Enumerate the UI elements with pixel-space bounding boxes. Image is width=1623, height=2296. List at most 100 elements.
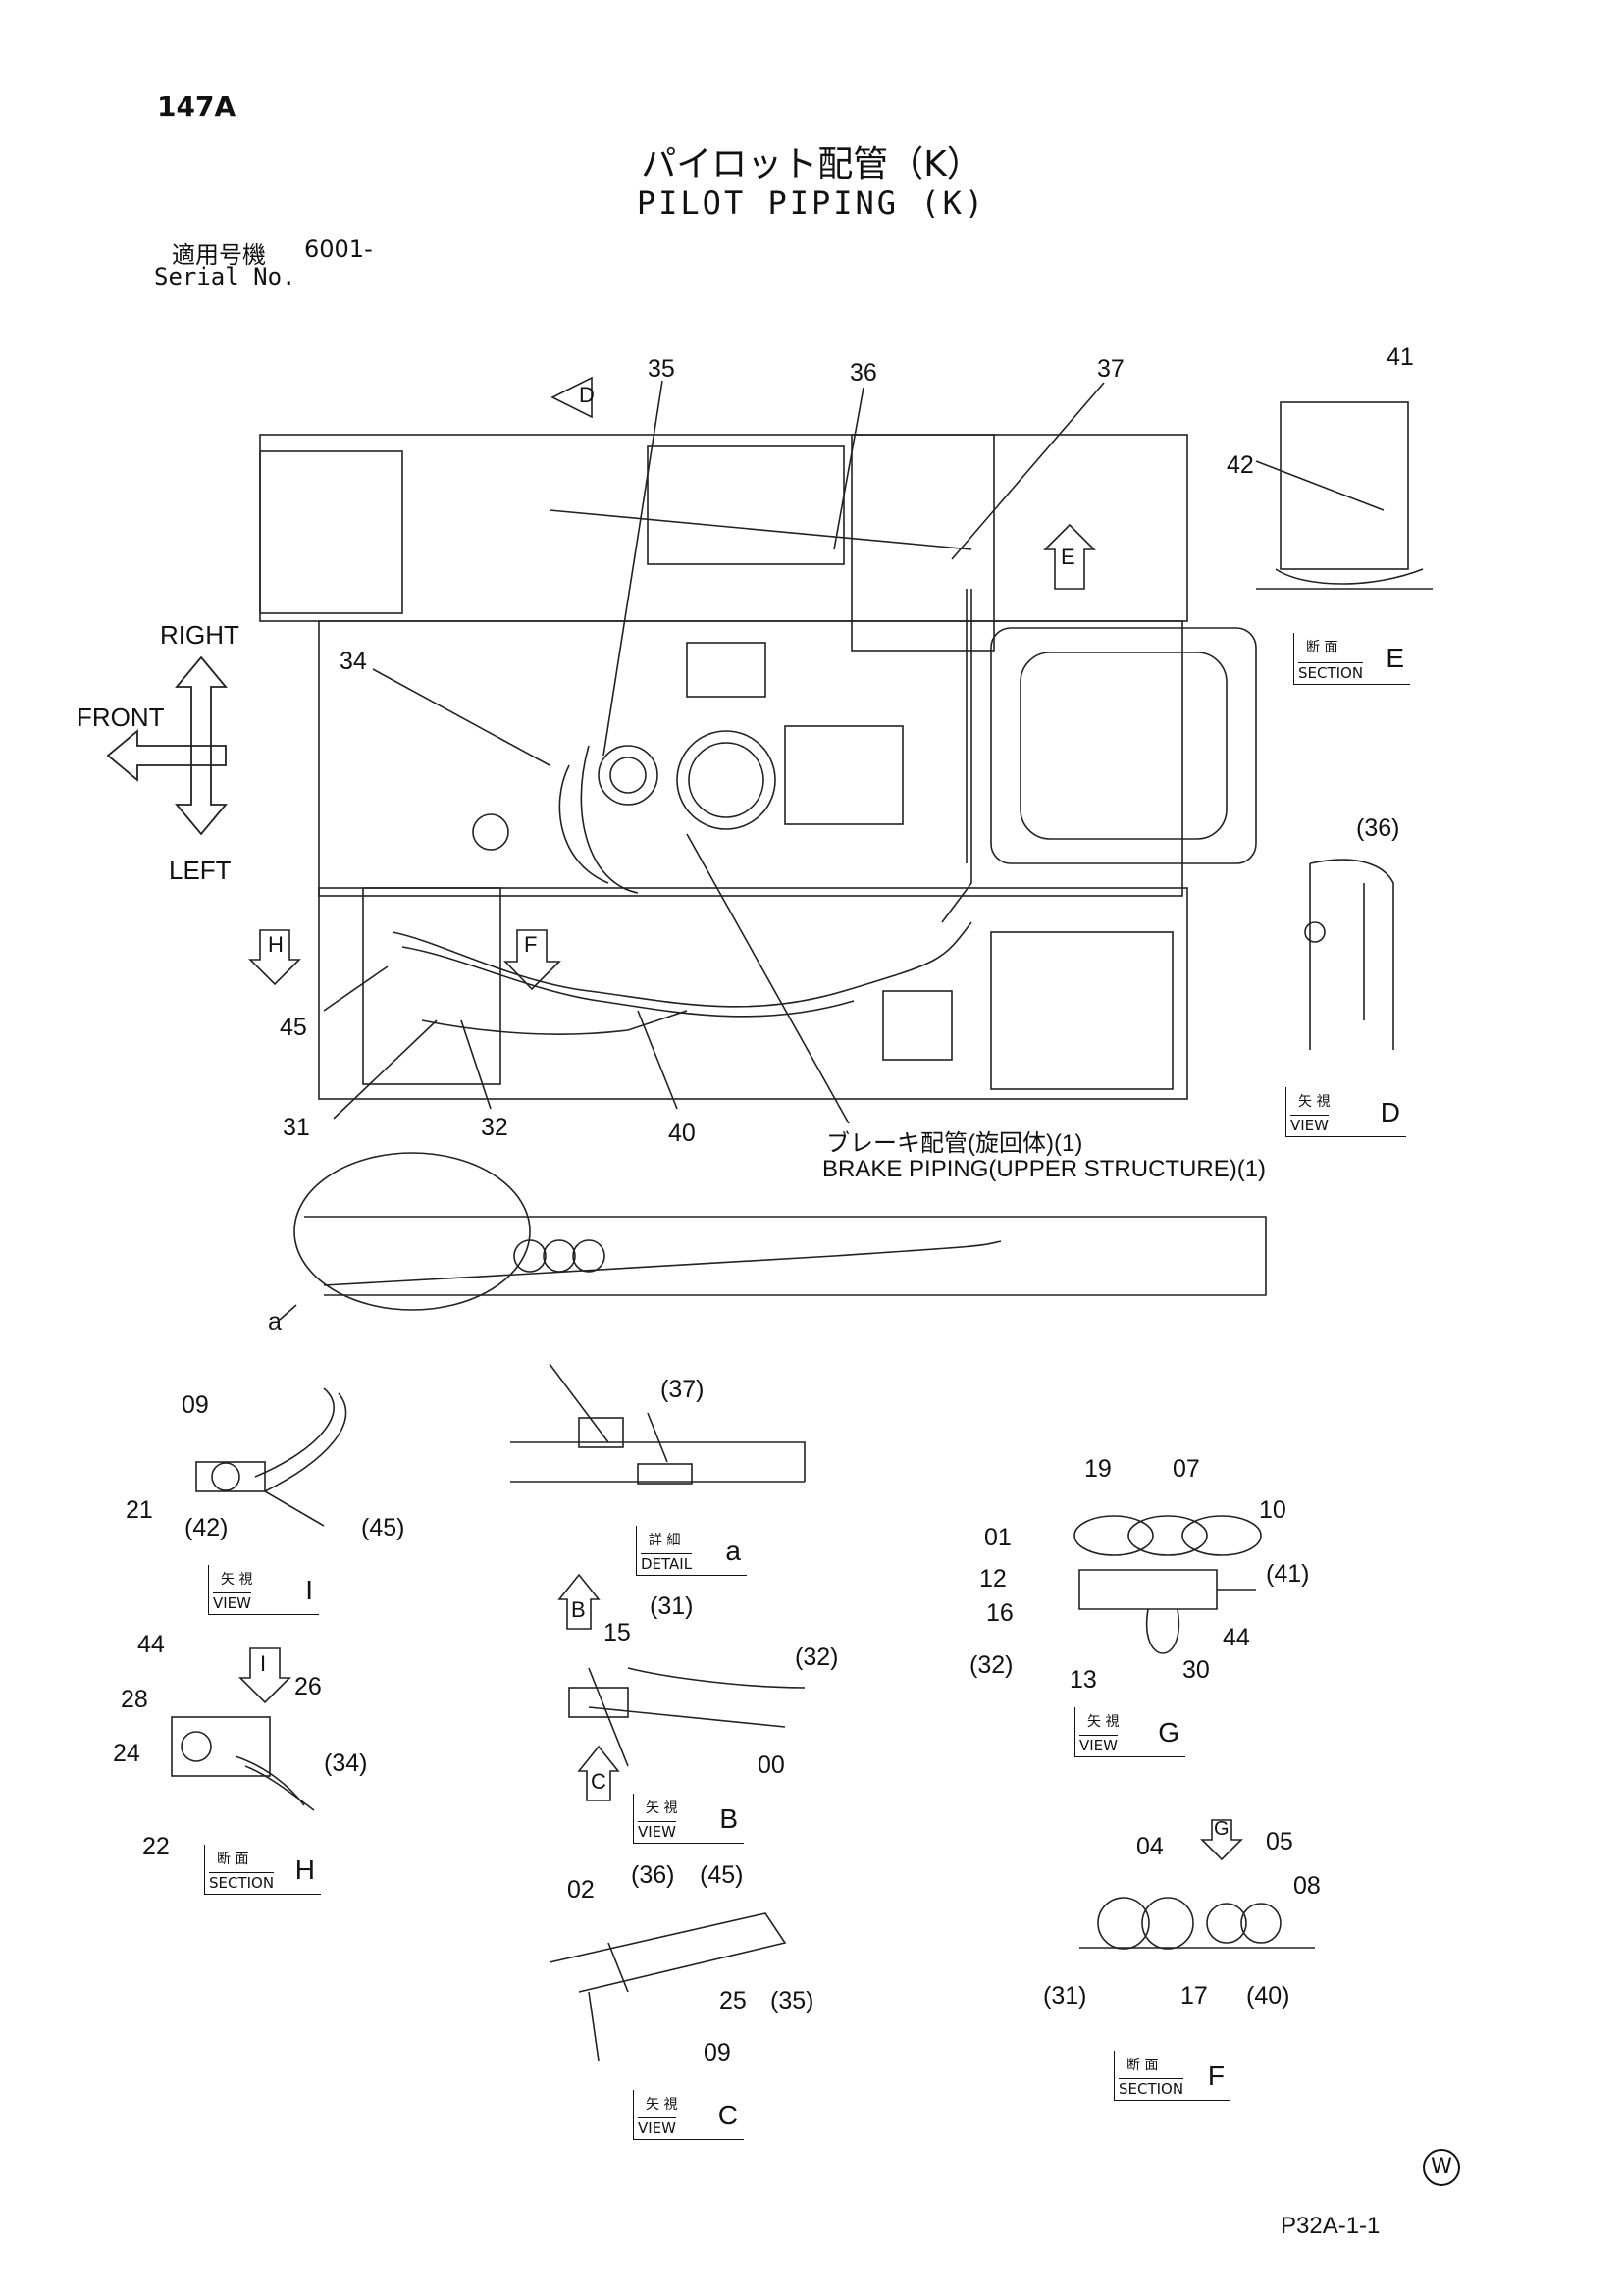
page-number: 147A — [157, 90, 236, 123]
title-english: PILOT PIPING (K) — [636, 184, 987, 222]
callout: 00 — [758, 1751, 785, 1779]
callout: 40 — [668, 1120, 696, 1147]
view-box-jp: 矢 視 — [646, 1800, 678, 1816]
callout: (41) — [1266, 1560, 1310, 1588]
view-box-letter: H — [294, 1854, 315, 1885]
callout: 44 — [137, 1631, 165, 1658]
view-box-en: VIEW — [638, 2117, 676, 2137]
callout: (35) — [770, 1987, 814, 2014]
callout: 32 — [481, 1114, 508, 1141]
callout: 36 — [850, 359, 877, 387]
callout: 15 — [603, 1619, 631, 1646]
callout: 34 — [340, 648, 367, 675]
frame-lower — [318, 887, 1188, 1100]
callout: 19 — [1084, 1455, 1112, 1483]
callout: 16 — [986, 1599, 1014, 1627]
view-box-letter: a — [725, 1536, 741, 1566]
brake-piping-note-en: BRAKE PIPING(UPPER STRUCTURE)(1) — [822, 1156, 1267, 1182]
serial-value: 6001- — [304, 235, 373, 263]
view-box-view-g: 矢 視 VIEW G — [1074, 1707, 1185, 1757]
callout: 26 — [294, 1673, 322, 1700]
view-box-letter: B — [719, 1803, 738, 1834]
callout: 01 — [984, 1524, 1012, 1551]
view-arrow-letter: F — [524, 932, 538, 957]
view-box-jp: 断 面 — [217, 1852, 249, 1867]
callout: 02 — [567, 1876, 595, 1904]
callout: (37) — [660, 1376, 705, 1403]
brake-piping-note-jp: ブレーキ配管(旋回体)(1) — [826, 1130, 1083, 1157]
callout: (36) — [1356, 814, 1400, 842]
view-box-view-d: 矢 視 VIEW D — [1285, 1087, 1406, 1137]
view-box-en: VIEW — [1079, 1735, 1118, 1754]
view-box-letter: E — [1386, 643, 1404, 673]
view-box-jp: 断 面 — [1126, 2058, 1159, 2073]
view-box-detail-a: 詳 細 DETAIL a — [636, 1526, 747, 1576]
view-box-jp: 矢 視 — [221, 1572, 253, 1588]
callout: 07 — [1173, 1455, 1200, 1483]
view-box-letter: F — [1207, 2061, 1225, 2091]
callout: (40) — [1246, 1982, 1290, 2009]
view-arrow-letter: D — [579, 383, 595, 407]
callout: 37 — [1097, 355, 1125, 383]
callout: 31 — [283, 1114, 310, 1141]
callout: 22 — [142, 1833, 170, 1860]
callout: 21 — [126, 1496, 153, 1524]
callout: 08 — [1293, 1872, 1321, 1900]
callout: 30 — [1182, 1656, 1210, 1684]
view-box-en: VIEW — [1290, 1115, 1329, 1134]
view-box-en: SECTION — [1119, 2078, 1184, 2098]
callout: (45) — [700, 1861, 744, 1889]
callout: 44 — [1223, 1624, 1250, 1651]
callout: (32) — [795, 1644, 839, 1671]
direction-left: LEFT — [169, 856, 232, 885]
view-box-letter: D — [1380, 1097, 1400, 1127]
serial-label-english: Serial No. — [154, 263, 296, 290]
view-arrow-letter: H — [268, 932, 284, 957]
direction-front: FRONT — [77, 703, 165, 732]
frame-center — [318, 620, 1183, 897]
callout: 05 — [1266, 1828, 1293, 1855]
callout: 41 — [1387, 343, 1414, 371]
view-box-letter: G — [1158, 1717, 1179, 1748]
view-box-section-f: 断 面 SECTION F — [1114, 2051, 1230, 2101]
direction-right: RIGHT — [160, 620, 239, 650]
title-japanese: パイロット配管（K） — [641, 144, 982, 184]
view-arrow-letter: B — [571, 1597, 586, 1622]
view-box-view-i: 矢 視 VIEW I — [208, 1565, 319, 1615]
callout: 09 — [704, 2039, 731, 2066]
view-box-jp: 矢 視 — [1087, 1714, 1120, 1730]
watermark-w-icon: W — [1423, 2149, 1460, 2186]
view-arrow-letter: C — [591, 1769, 606, 1794]
callout: 35 — [648, 355, 675, 383]
callout: 13 — [1070, 1666, 1097, 1694]
callout: (36) — [631, 1861, 675, 1889]
serial-label-japanese: 適用号機 — [172, 241, 266, 269]
view-box-jp: 矢 視 — [646, 2097, 678, 2113]
view-arrow-letter: G — [1214, 1818, 1230, 1840]
view-box-en: VIEW — [638, 1821, 676, 1841]
callout: 45 — [280, 1014, 307, 1041]
callout: 25 — [719, 1987, 747, 2014]
callout: 12 — [979, 1565, 1007, 1592]
view-box-section-e: 断 面 SECTION E — [1293, 633, 1410, 685]
callout: (31) — [1043, 1982, 1087, 2009]
callout: (42) — [184, 1514, 229, 1541]
view-box-en: SECTION — [1298, 662, 1364, 682]
callout: 24 — [113, 1740, 140, 1767]
frame-upper — [259, 434, 1188, 622]
view-box-jp: 詳 細 — [649, 1533, 681, 1548]
callout: 42 — [1227, 451, 1254, 479]
footer-code: P32A-1-1 — [1281, 2213, 1381, 2239]
view-box-view-b: 矢 視 VIEW B — [633, 1794, 744, 1844]
view-box-section-h: 断 面 SECTION H — [204, 1845, 321, 1895]
view-arrow-letter: I — [260, 1651, 267, 1676]
callout: 10 — [1259, 1496, 1286, 1524]
view-box-en: DETAIL — [641, 1553, 693, 1573]
view-box-letter: I — [305, 1575, 313, 1605]
view-box-view-c: 矢 視 VIEW C — [633, 2090, 744, 2140]
callout: (34) — [324, 1749, 368, 1777]
callout: (45) — [361, 1514, 405, 1541]
view-box-en: VIEW — [213, 1592, 251, 1612]
view-box-jp: 断 面 — [1306, 640, 1338, 655]
